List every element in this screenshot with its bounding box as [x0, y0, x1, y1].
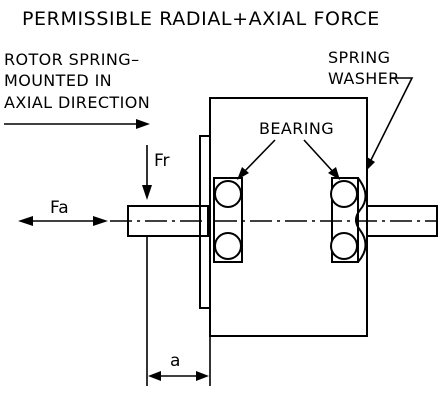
radial-force-arrow [142, 145, 152, 200]
axial-direction-arrow [4, 119, 150, 129]
spring-washer [355, 177, 367, 263]
bearing-right [330, 177, 359, 263]
bearing-leader-right [303, 139, 340, 180]
mounting-flange [199, 135, 211, 309]
spring-washer-label-line-1: SPRING [328, 48, 390, 67]
axial-force-arrow [18, 216, 108, 226]
distance-label: a [170, 351, 180, 371]
rotor-note-line-3: AXIAL DIRECTION [4, 93, 150, 112]
spring-washer-leader [366, 77, 414, 169]
radial-force-label: Fr [154, 151, 170, 171]
axial-force-label: Fa [50, 198, 69, 218]
spring-washer-leader-arrowhead [366, 157, 375, 171]
bearing-label: BEARING [259, 119, 334, 138]
diagram-title: PERMISSIBLE RADIAL+AXIAL FORCE [22, 8, 380, 30]
distance-dimension [146, 236, 211, 386]
spring-washer-label-line-2: WASHER [328, 69, 400, 88]
rotor-note-line-1: ROTOR SPRING– [4, 50, 140, 69]
bearing-left [213, 177, 243, 263]
rotor-note-line-2: MOUNTED IN [4, 71, 112, 90]
bearing-leader-left [237, 139, 276, 180]
